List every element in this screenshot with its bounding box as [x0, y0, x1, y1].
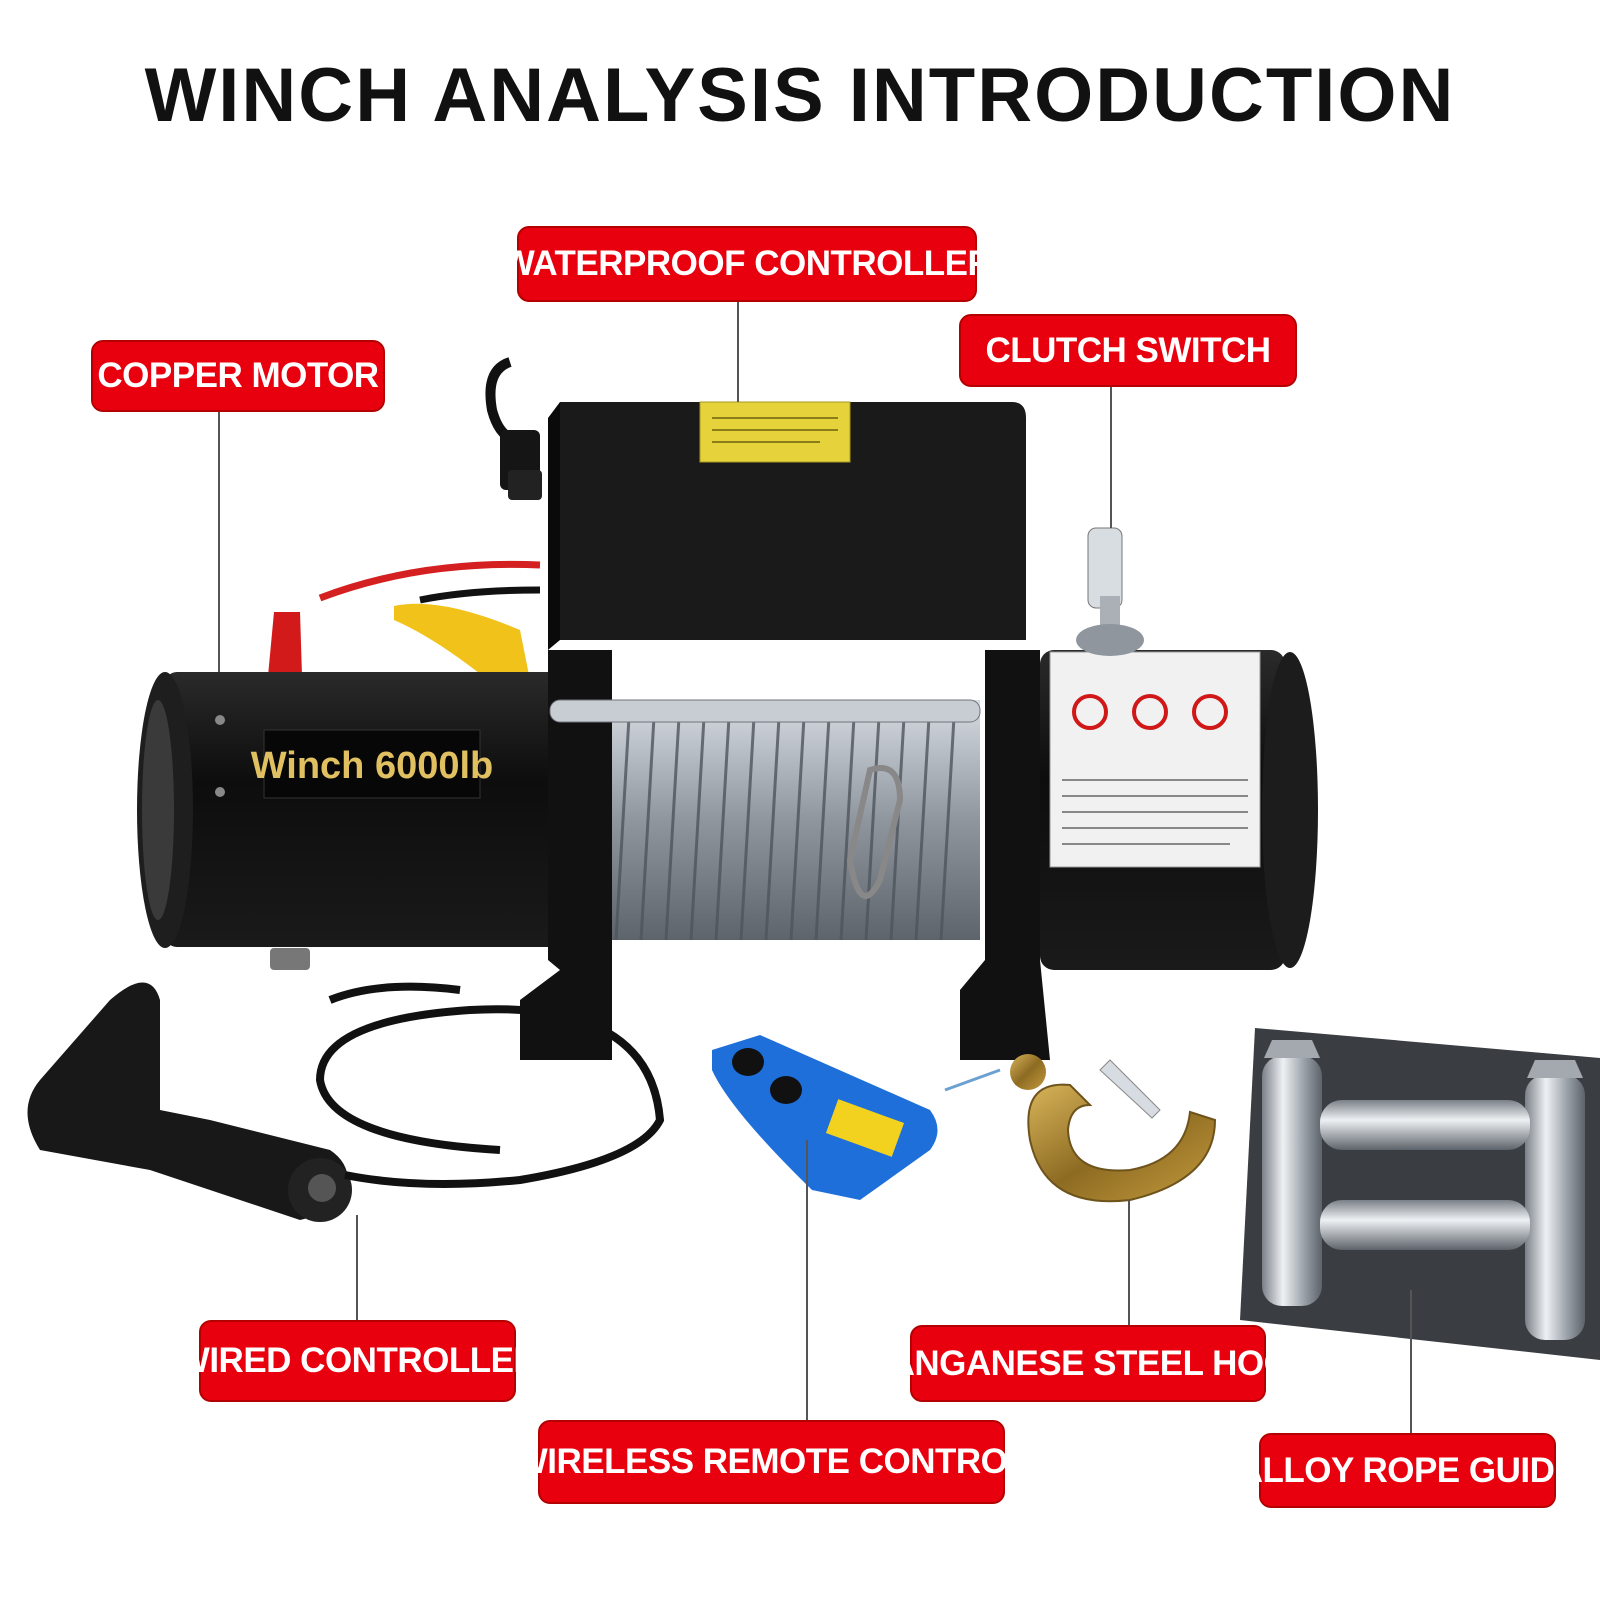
gearbox-body	[1040, 650, 1318, 970]
control-box	[548, 401, 1026, 650]
label-manganese-steel-hook: MANGANESE STEEL HOOK	[861, 1325, 1316, 1402]
leader-line-rope-guide	[1410, 1290, 1412, 1433]
leader-line-copper-motor	[218, 410, 220, 672]
power-connector	[485, 357, 542, 500]
clutch-lever	[1076, 527, 1144, 656]
label-clutch-switch: CLUTCH SWITCH	[959, 314, 1297, 387]
leader-line-clutch-switch	[1110, 385, 1112, 528]
label-alloy-rope-guide: ALLOY ROPE GUIDE	[1238, 1433, 1578, 1508]
leader-line-wired-controller	[356, 1215, 358, 1320]
frame-left	[520, 650, 612, 1060]
wireless-remote-device	[712, 1035, 938, 1200]
leader-line-waterproof-controller	[737, 300, 739, 402]
wire-rope-drum	[549, 699, 981, 941]
leader-line-hook	[1128, 1200, 1130, 1325]
copper-motor-body: Winch 6000lb	[137, 672, 560, 970]
rope-guide-device	[1240, 1028, 1600, 1360]
label-wireless-remote-control: WIRELESS REMOTE CONTROL	[515, 1420, 1029, 1504]
label-waterproof-controller: WATERPROOF CONTROLLER	[502, 226, 993, 302]
power-cables	[268, 560, 541, 690]
leader-line-wireless-remote	[806, 1140, 808, 1420]
label-copper-motor: COPPER MOTOR	[91, 340, 385, 412]
page-title: WINCH ANALYSIS INTRODUCTION	[144, 53, 1456, 138]
wired-controller-device	[27, 982, 665, 1222]
label-wired-controller: WIRED CONTROLLER	[177, 1320, 539, 1402]
product-badge-text: Winch 6000lb	[251, 745, 494, 787]
frame-right	[960, 650, 1050, 1060]
steel-hook	[944, 1054, 1217, 1203]
